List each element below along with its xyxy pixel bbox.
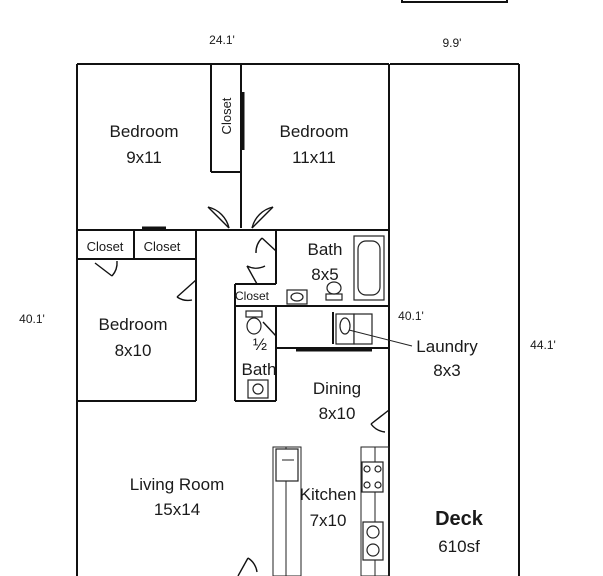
dim-left-length: 40.1' xyxy=(19,312,45,326)
header-box-fragment xyxy=(401,0,508,3)
closet-bath-label: Closet xyxy=(235,289,270,303)
living-name: Living Room xyxy=(130,475,225,494)
bedroom-1-size: 9x11 xyxy=(126,148,162,167)
bath-size: 8x5 xyxy=(311,265,338,284)
dim-top-width: 24.1' xyxy=(209,33,235,47)
bedroom-2-name: Bedroom xyxy=(280,122,349,141)
dryer-icon xyxy=(353,313,373,345)
bedroom-1-name: Bedroom xyxy=(110,122,179,141)
closet-left-1-label: Closet xyxy=(87,239,124,254)
bedroom-2-size: 11x11 xyxy=(292,148,336,167)
doors xyxy=(94,206,390,576)
laundry-name: Laundry xyxy=(416,337,478,356)
half-bath-fraction: ½ xyxy=(253,335,267,354)
living-size: 15x14 xyxy=(154,500,200,519)
dim-deck-length: 44.1' xyxy=(530,338,556,352)
dim-inner-length: 40.1' xyxy=(398,309,424,323)
closet-top-label: Closet xyxy=(219,97,234,134)
half-bath-name: Bath xyxy=(242,360,277,379)
fixtures xyxy=(245,235,413,561)
laundry-size: 8x3 xyxy=(433,361,460,380)
bath-name: Bath xyxy=(308,240,343,259)
dim-deck-width: 9.9' xyxy=(443,36,462,50)
bedroom-3-name: Bedroom xyxy=(99,315,168,334)
fridge-icon xyxy=(275,448,299,482)
dining-name: Dining xyxy=(313,379,361,398)
kitchen-name: Kitchen xyxy=(300,485,357,504)
outer-walls xyxy=(76,63,520,576)
bedroom-3-size: 8x10 xyxy=(115,341,152,360)
deck-name: Deck xyxy=(435,508,484,530)
dining-size: 8x10 xyxy=(319,404,356,423)
toilet-icon xyxy=(325,293,343,301)
deck-size: 610sf xyxy=(438,537,480,556)
kitchen-size: 7x10 xyxy=(310,511,347,530)
closet-left-2-label: Closet xyxy=(144,239,181,254)
half-bath-toilet-icon xyxy=(245,310,263,318)
